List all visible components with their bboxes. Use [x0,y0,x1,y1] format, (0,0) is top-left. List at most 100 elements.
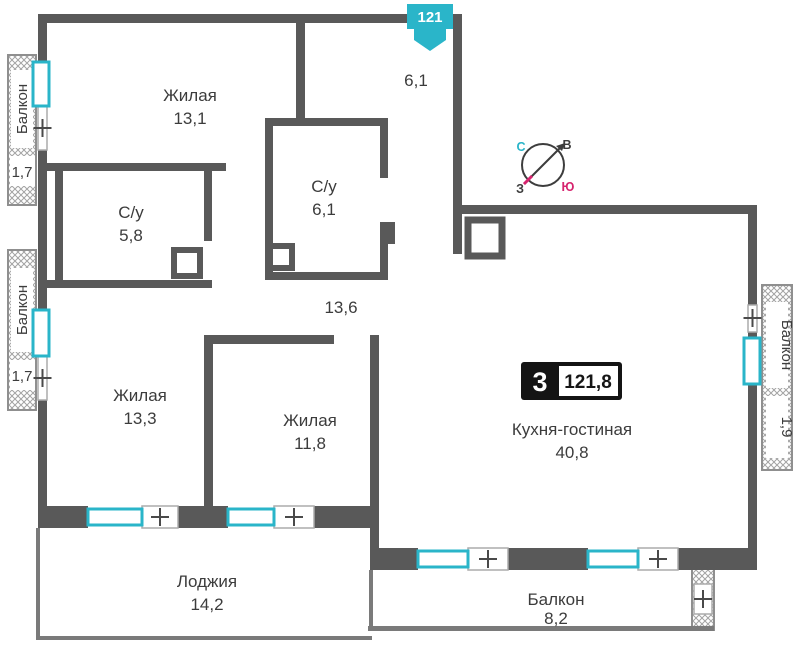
label-kitchen-name: Кухня-гостиная [512,420,632,439]
loggia-wall-bottom [36,636,372,640]
window [226,507,276,527]
label-bath1-name: С/у [311,177,337,196]
wall [204,335,334,344]
label-living2-name: Жилая [113,386,167,405]
label-bath2-name: С/у [118,203,144,222]
hatch-gap [11,268,33,352]
apartment-number-plate [407,4,453,29]
apartment-number: 121 [417,9,442,26]
windows [31,60,762,569]
label-kitchen-area: 40,8 [555,443,588,462]
wall [370,506,379,570]
label-balcony-left-top-area: 1,7 [12,164,33,181]
wall [453,214,462,254]
wall [55,171,63,288]
wall [204,335,213,506]
window [586,549,640,569]
hatch-gap [766,302,788,388]
label-living2-area: 13,3 [123,409,156,428]
wall [453,205,757,214]
label-balcony-right-area: 1,9 [778,417,795,438]
wall [38,150,47,310]
hatch-gap [10,156,35,186]
wall [370,335,379,506]
label-living3-area: 11,8 [294,434,326,453]
badge-rooms: 3 [532,367,547,397]
wall [380,118,388,178]
wall [265,118,273,280]
wall [748,384,757,548]
wall [508,548,588,570]
hatch-gap [766,396,788,458]
wall [265,118,388,126]
wall-openings [37,105,758,615]
window [416,549,470,569]
balcony-hatch-walls [7,54,793,631]
label-balcony-bottom-area: 8,2 [544,609,568,628]
badge-area: 121,8 [564,372,612,393]
label-living1-name: Жилая [163,86,217,105]
wall [296,14,305,118]
compass-west: З [516,182,524,196]
label-balcony-left-mid-name: Балкон [14,285,31,335]
label-balcony-right-name: Балкон [778,320,795,370]
wall [678,548,757,570]
plus-icon [285,508,303,526]
window [31,60,51,108]
wall [453,14,462,214]
wall [38,14,462,23]
plus-icon [649,550,667,568]
wall [38,506,88,528]
wall [38,14,47,62]
wall [204,171,212,241]
plus-icon [479,550,497,568]
window [742,336,762,386]
compass-north: С [516,140,525,154]
balcony-wall-bottom [368,626,714,631]
badge-area-box [559,366,618,396]
duct-shaft [267,243,295,271]
loggia-wall-left [36,528,40,640]
wall [38,280,212,288]
plus-icon [151,508,169,526]
label-balcony-bottom-name: Балкон [527,590,584,609]
wall [178,506,228,528]
compass-east: В [562,138,571,152]
window [86,507,144,527]
wall [38,163,226,171]
wall [265,272,388,280]
hatch-gap [11,70,33,148]
wall [38,400,47,506]
walls [38,14,757,570]
wall-pier [380,222,395,244]
compass-south: Ю [562,180,575,194]
label-loggia-area: 14,2 [190,595,223,614]
wall [378,548,418,570]
plus-icon [33,119,52,137]
wall [314,506,378,528]
label-balcony-left-top-name: Балкон [14,84,31,134]
entrance-marker: 121 [407,4,453,51]
vent-shaft [464,216,506,260]
plus-icon [33,369,52,387]
label-balcony-left-mid-area: 1,7 [12,368,33,385]
balcony-wall-left [369,570,373,630]
duct-shaft [171,247,203,279]
label-bath1-area: 6,1 [312,200,336,219]
plus-icon [743,309,762,327]
room-labels: Жилая 13,1 6,1 С/у 6,1 С/у 5,8 13,6 Жила… [12,71,795,628]
loggia-outline [36,528,714,640]
shafts [171,216,506,279]
entrance-door-icon [414,29,446,51]
hatch-gap [10,360,35,390]
window [31,308,51,358]
compass-needle-south [522,174,534,186]
area-badge: 3 121,8 [521,362,622,400]
plus-icon [694,590,712,608]
sash-markers [33,119,762,608]
wall [748,332,757,338]
label-corridor-area: 13,6 [324,298,357,317]
label-loggia-name: Лоджия [177,572,237,591]
